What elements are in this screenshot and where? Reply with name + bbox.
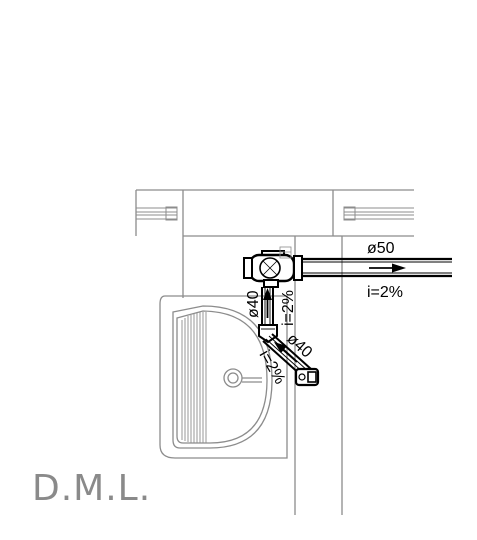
riser-pipe (261, 287, 274, 325)
branch-end-fitting (294, 367, 320, 387)
branch-slope-label: i=2% (256, 348, 289, 388)
window-right (343, 206, 414, 221)
flow-arrow-riser (263, 288, 272, 318)
branch-diameter-label: ø40 (283, 330, 315, 361)
main-diameter-label: ø50 (367, 240, 395, 257)
washbasin-ribs (181, 312, 207, 443)
elbow-fitting (258, 324, 278, 344)
washbasin (159, 295, 288, 459)
main-slope-label: i=2% (367, 284, 403, 301)
flow-arrow-branch (274, 342, 298, 363)
riser-diameter-label: ø40 (245, 290, 262, 318)
watermark-text: D.M.L. (32, 468, 151, 509)
flow-arrow-main (369, 263, 406, 273)
riser-slope-label: i=2% (280, 290, 297, 326)
tee-hatch (279, 246, 292, 259)
main-pipe (300, 257, 452, 278)
tee-fitting (243, 250, 303, 288)
window-left (136, 206, 178, 221)
